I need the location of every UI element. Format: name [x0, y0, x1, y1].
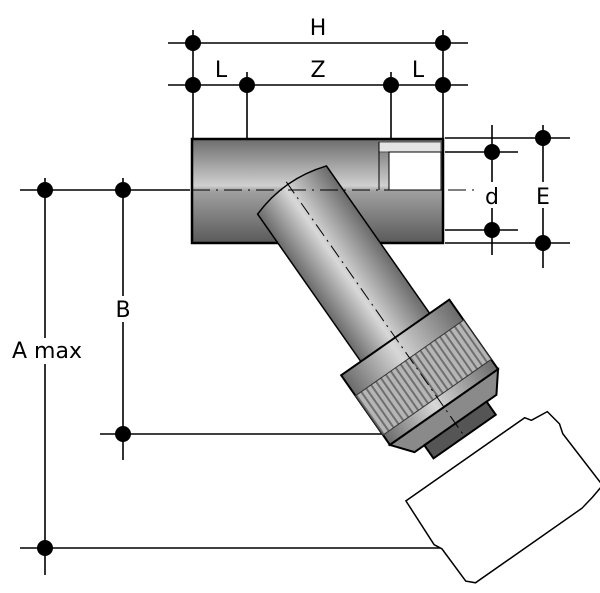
- removal-clearance-outline: [404, 410, 600, 584]
- filter-branch: [256, 165, 600, 584]
- label-A-max: A max: [12, 339, 82, 364]
- label-L-left: L: [215, 58, 228, 83]
- label-d: d: [485, 185, 499, 210]
- label-E: E: [536, 185, 550, 210]
- label-B: B: [115, 298, 130, 323]
- dimension-dots: [37, 35, 551, 556]
- label-H: H: [310, 16, 327, 41]
- label-L-right: L: [412, 58, 425, 83]
- label-Z: Z: [310, 58, 325, 83]
